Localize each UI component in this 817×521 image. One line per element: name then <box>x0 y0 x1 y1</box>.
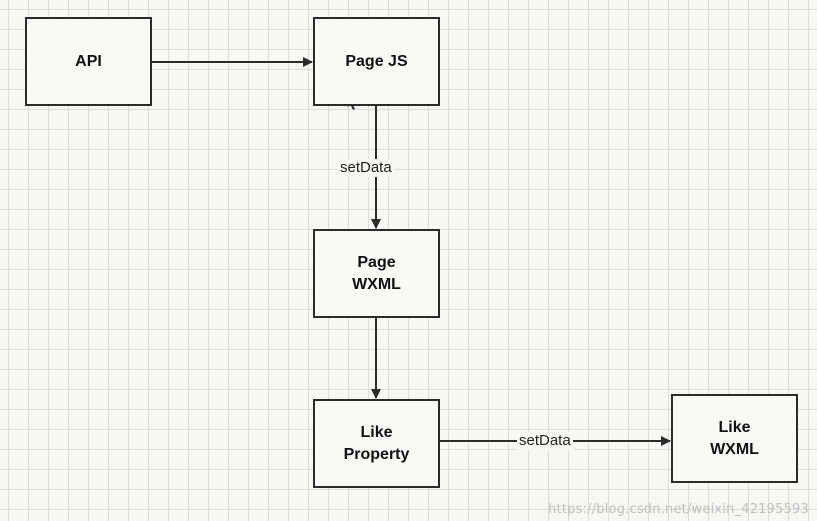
node-like-property-label-line-2: Property <box>343 445 410 463</box>
node-page-wxml-label-line-2: WXML <box>352 275 401 293</box>
node-page-wxml-label-line-1: Page <box>357 253 396 271</box>
node-api-label: API <box>75 52 102 70</box>
edge-label-page-js-to-page-wxml: setData <box>338 159 394 177</box>
node-page-js: Page JS <box>313 17 440 106</box>
node-like-property: Like Property <box>313 399 440 488</box>
edge-label-like-property-to-like-wxml: setData <box>517 432 573 450</box>
node-like-wxml-label-line-2: WXML <box>710 440 759 458</box>
watermark-url: https://blog.csdn.net/weixin_42195593 <box>548 502 809 517</box>
node-api: API <box>25 17 152 106</box>
node-like-wxml-label-line-1: Like <box>718 418 751 436</box>
node-like-wxml: Like WXML <box>671 394 798 483</box>
node-like-property-label-line-1: Like <box>360 423 393 441</box>
node-page-js-label: Page JS <box>345 52 408 70</box>
node-page-wxml: Page WXML <box>313 229 440 318</box>
